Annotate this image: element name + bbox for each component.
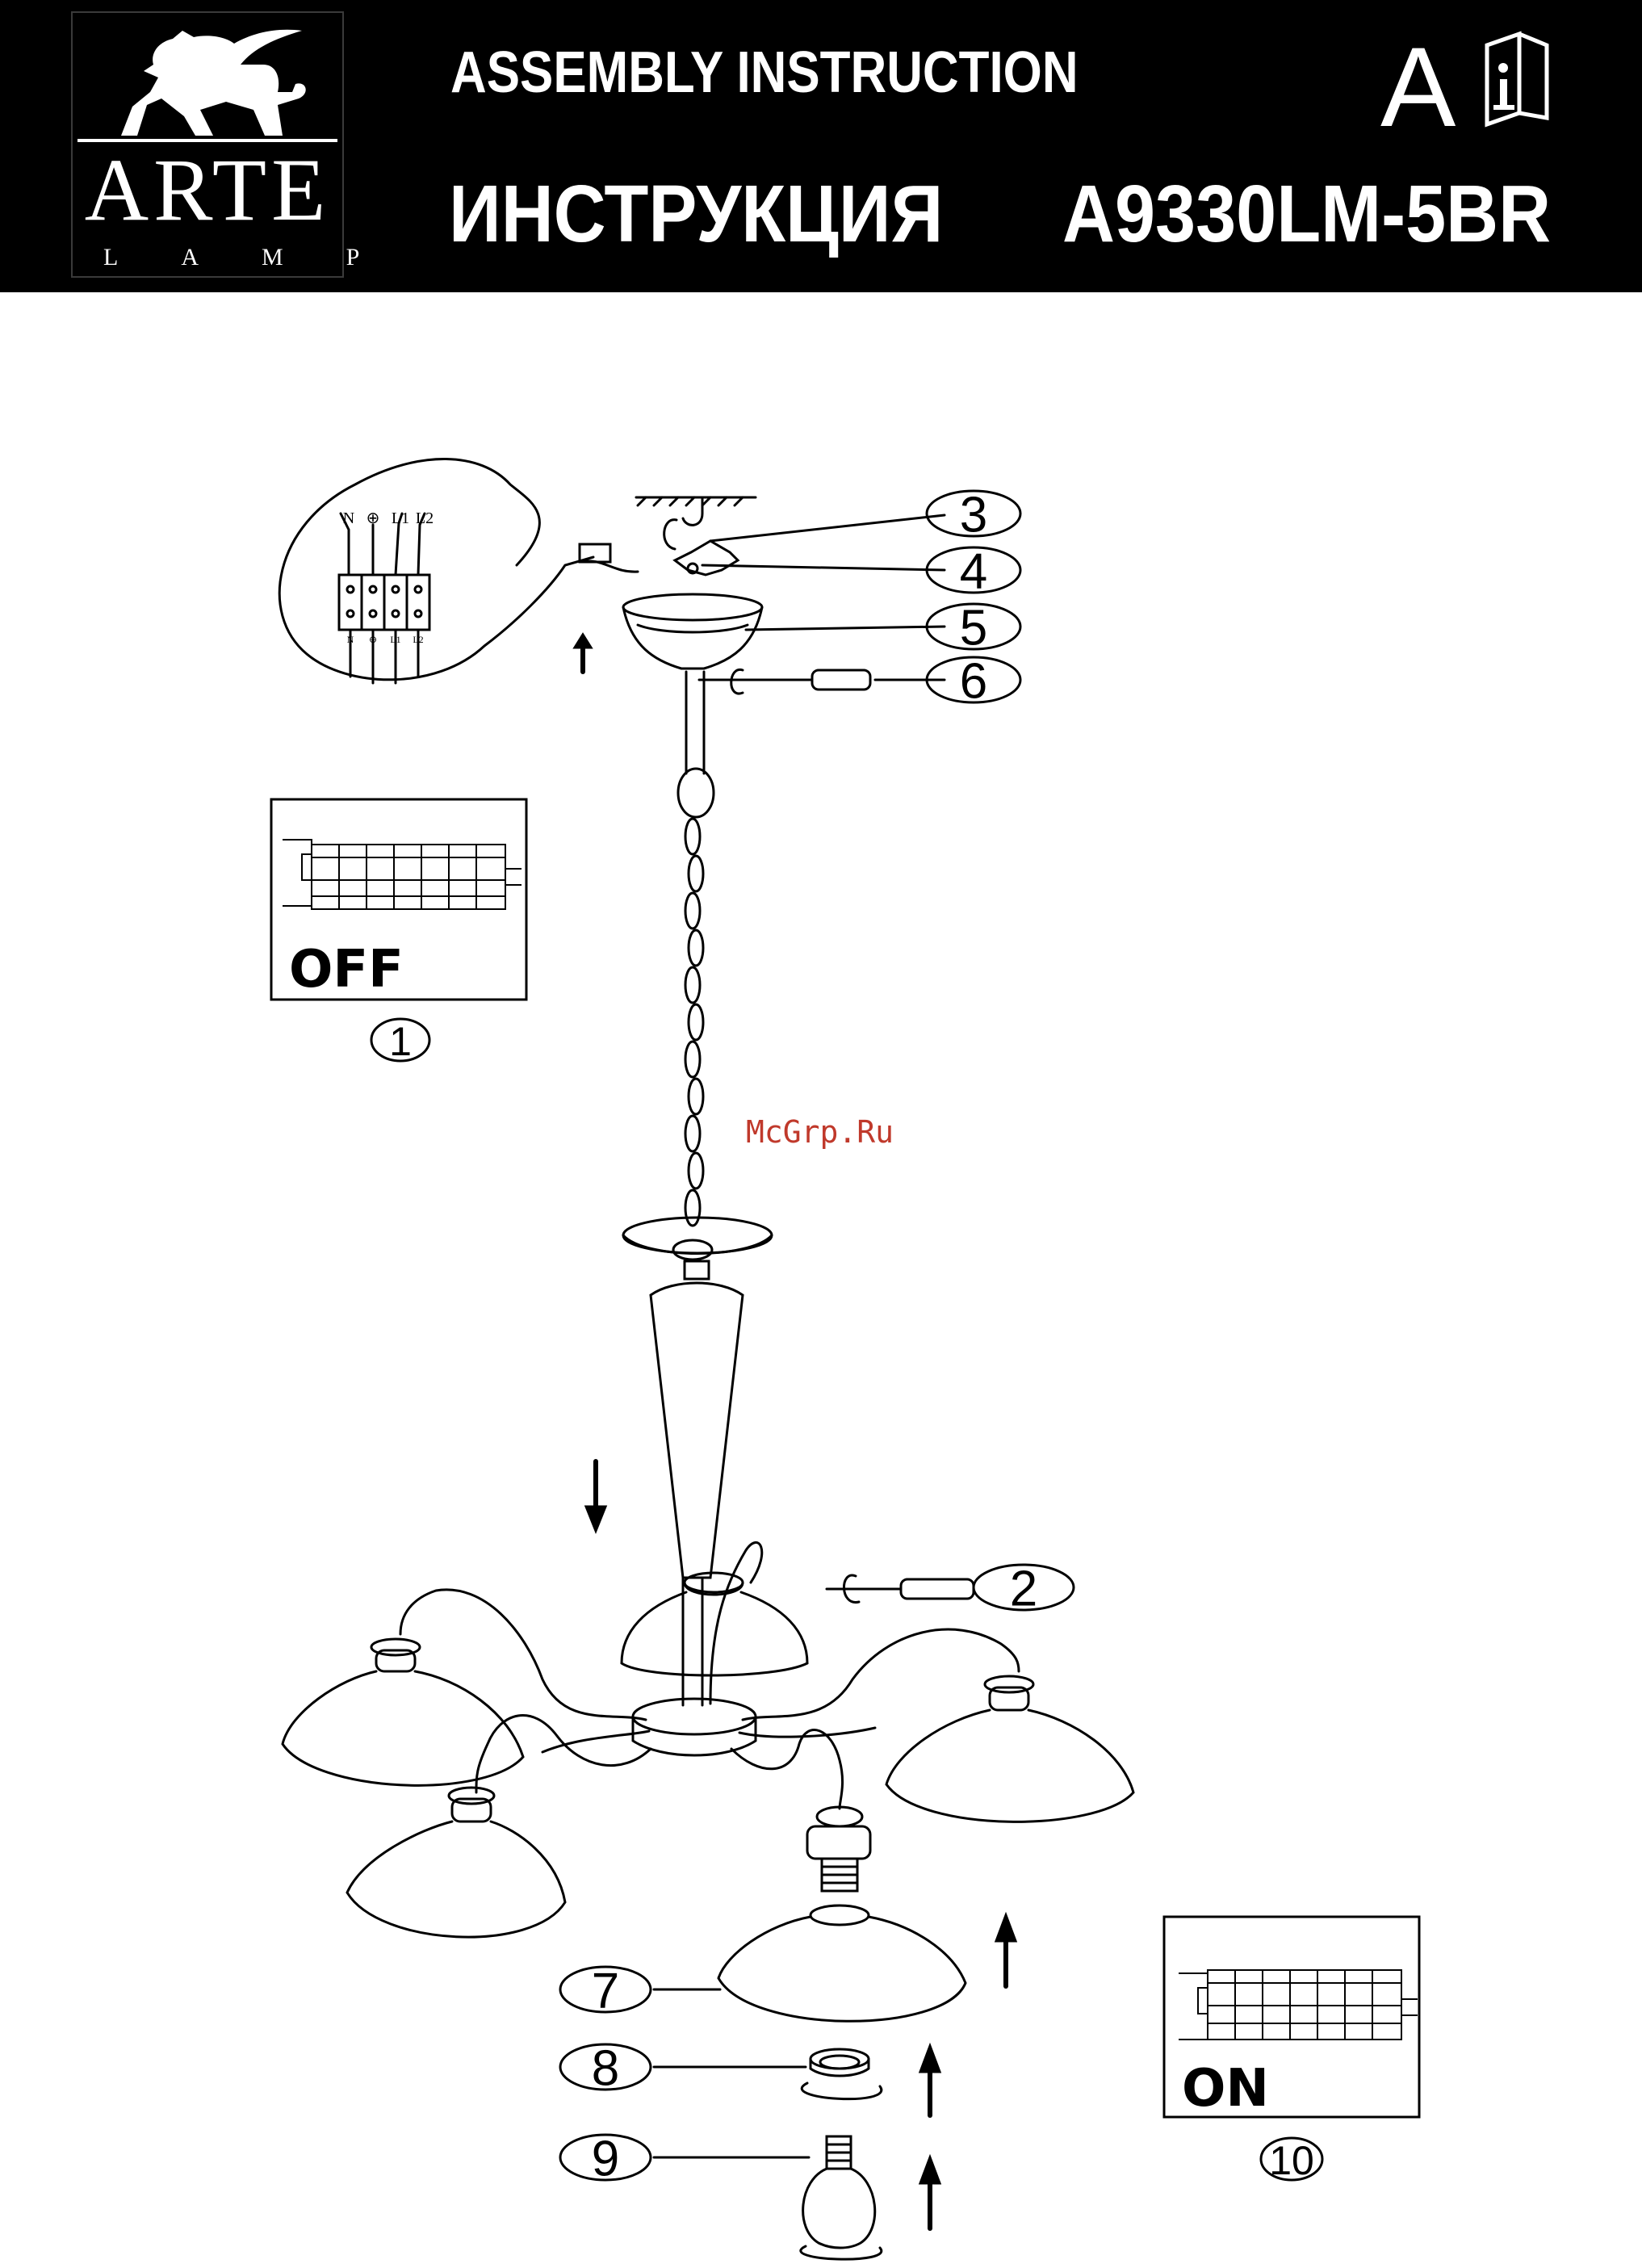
callout-5: 5 [960,601,987,656]
callout-10: 10 [1269,2138,1314,2183]
shade-back-right [886,1676,1133,1822]
wire-label-top-l1: L1 [392,509,409,527]
callout-1: 1 [389,1019,412,1064]
wire-label-bottom-earth: ⊕ [369,634,377,645]
shade-back-center [622,1573,807,1675]
callout-2: 2 [1010,1562,1037,1617]
callout-9: 9 [592,2132,619,2187]
wire-label-bottom-l2: L2 [413,634,423,645]
watermark: McGrp.Ru [746,1114,894,1150]
wiring-zoom-bubble [279,459,593,679]
shade-front-left [347,1788,565,1937]
callout-4: 4 [960,544,987,600]
shade-front-glass [718,1905,966,2021]
callout-6: 6 [960,654,987,710]
language-letter: A [1380,31,1456,144]
wire-label-top-l2: L2 [416,509,434,527]
wire-label-bottom-n: N [347,634,354,645]
ceiling-hook [683,497,702,525]
assembly-diagram: N ⊕ L1 L2 N ⊕ L1 L2 [0,292,1642,2268]
callout-3: 3 [960,488,987,543]
wire-label-top-earth: ⊕ [367,509,380,527]
rotate-arrow-hook [664,520,676,549]
wire-label-top-n: N [343,509,354,527]
logo-brand-word: ARTE [71,145,344,234]
logo-brand-subword: LAMP [71,245,344,270]
callout-7: 7 [592,1964,619,2019]
arm-right-back [743,1629,1019,1720]
screwdriver-6-handle [812,670,870,690]
title-english: ASSEMBLY INSTRUCTION [450,44,1079,102]
panel-off: OFF [271,799,526,1000]
chain [685,819,703,1226]
rotate-arrow-ring [802,2083,882,2099]
tapered-stem [651,1283,743,1578]
screwdriver-2-handle [901,1579,974,1599]
shade-back-left [283,1639,523,1785]
chain-loop [678,769,714,817]
light-bulb [803,2136,875,2248]
header-bar: ARTE LAMP ASSEMBLY INSTRUCTION ИНСТРУКЦИ… [0,0,1642,292]
mounting-bracket [675,541,738,575]
rotate-arrow-6 [731,669,743,694]
off-label: OFF [289,940,404,1000]
arm-left-front [476,1716,651,1792]
shade-ring [811,2049,869,2076]
arm-left-back [400,1590,646,1720]
panel-on: ON [1164,1917,1419,2119]
canopy-top [623,594,762,620]
arm-right-front [731,1730,843,1809]
wire-label-bottom-l1: L1 [390,634,400,645]
callout-8: 8 [592,2041,619,2097]
model-number: A9330LM-5BR [1062,174,1551,254]
socket-front [807,1807,870,1891]
title-russian: ИНСТРУКЦИЯ [449,174,943,254]
info-book-icon [1482,27,1552,128]
griffin-logo-icon [105,15,315,144]
arm-hub [633,1699,756,1734]
arm-center-back [710,1542,762,1704]
on-label: ON [1182,2059,1269,2119]
